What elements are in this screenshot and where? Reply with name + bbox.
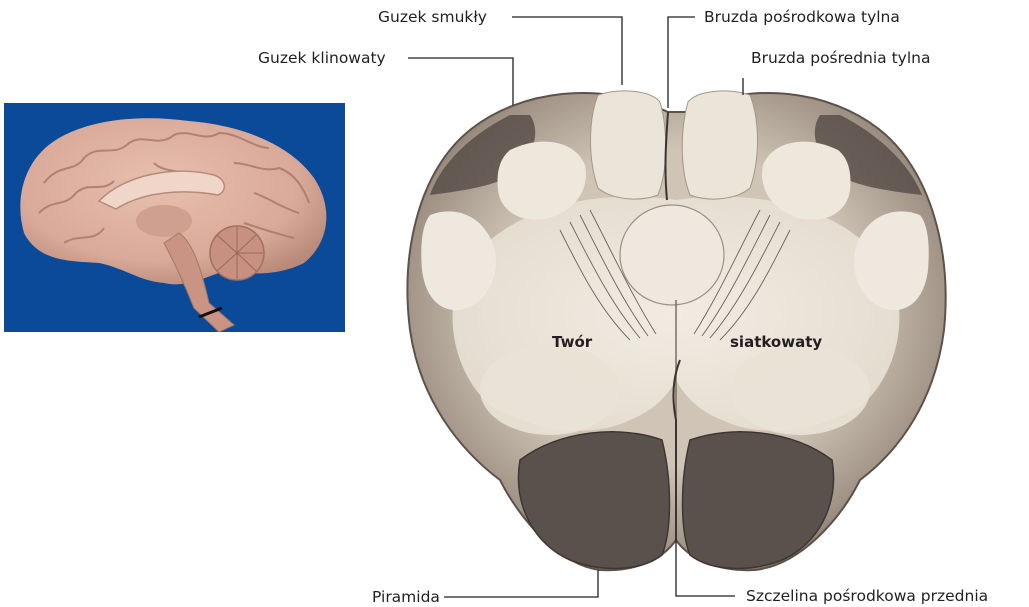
olive-right	[730, 345, 870, 435]
leader-gracile	[512, 17, 622, 85]
label-pyramid: Piramida	[372, 588, 440, 606]
gracile-tubercle-right	[682, 91, 757, 199]
pyramid-left	[518, 432, 669, 569]
label-reticular-right: siatkowaty	[730, 333, 822, 351]
leader-cuneate	[408, 58, 513, 105]
olive-left	[480, 345, 620, 435]
central-region	[620, 205, 724, 305]
leader-post-median-sulcus	[668, 17, 695, 108]
label-posterior-intermediate-sulcus: Bruzda pośrednia tylna	[751, 49, 930, 67]
leader-pyramid	[444, 570, 598, 597]
label-posterior-median-sulcus: Bruzda pośrodkowa tylna	[704, 8, 900, 26]
label-cuneate-tubercle: Guzek klinowaty	[258, 49, 386, 67]
label-anterior-median-fissure: Szczelina pośrodkowa przednia	[746, 587, 988, 605]
gracile-tubercle-left	[591, 91, 666, 199]
label-reticular-left: Twór	[552, 333, 592, 351]
label-gracile-tubercle: Guzek smukły	[378, 8, 487, 26]
pyramid-right	[683, 432, 834, 569]
